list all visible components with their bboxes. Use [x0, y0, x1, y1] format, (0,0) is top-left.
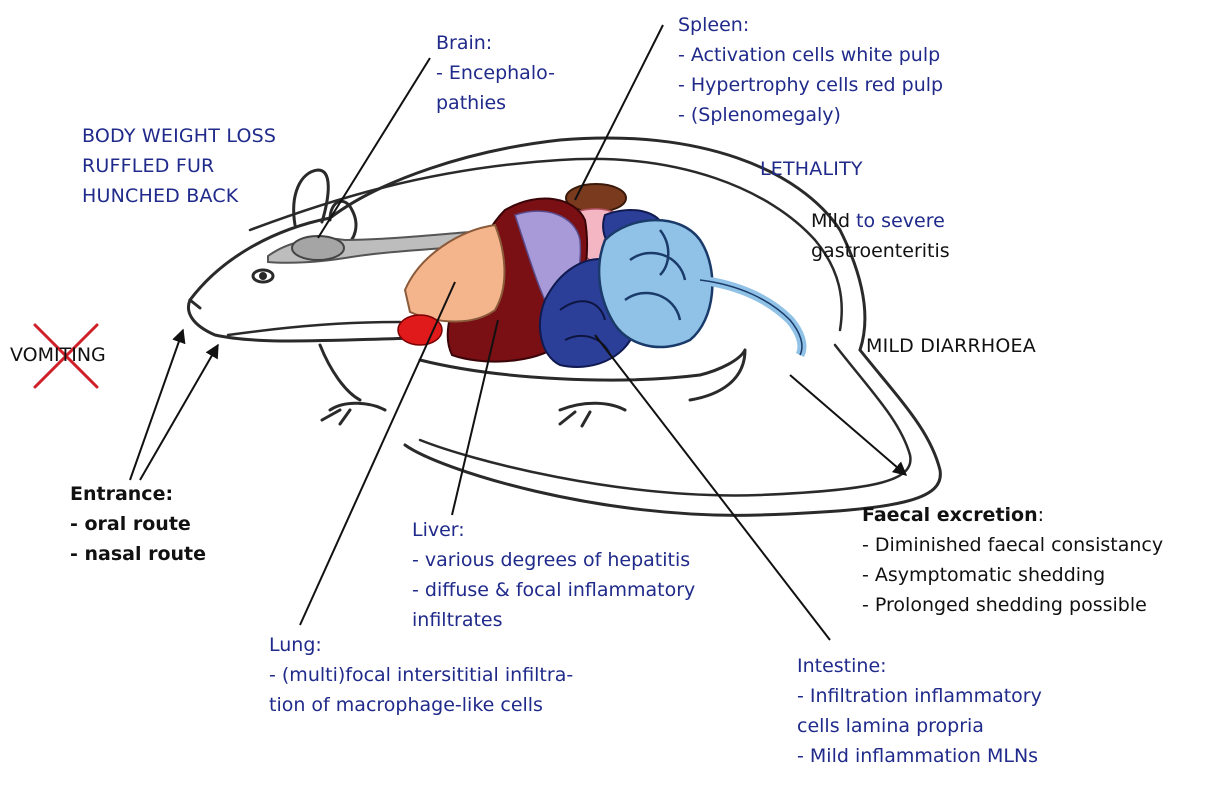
- nasal-arrow: [140, 345, 218, 480]
- brain-title: Brain:: [436, 28, 555, 58]
- entrance-title: Entrance:: [70, 479, 206, 509]
- intestine-label: Intestine: - Infiltration inflammatory c…: [797, 651, 1042, 771]
- spleen-label: Spleen: - Activation cells white pulp - …: [678, 10, 943, 130]
- lung-title: Lung:: [269, 630, 573, 660]
- diarrhoea-label: MILD DIARRHOEA: [866, 331, 1036, 361]
- entrance-route: - oral route: [70, 509, 206, 539]
- entrance-label: Entrance: - oral route - nasal route: [70, 479, 206, 569]
- brain-pointer: [318, 58, 430, 238]
- gastroenteritis-label: Mild to severe gastroenteritis: [811, 206, 950, 266]
- brain-line: - Encephalo-: [436, 58, 555, 88]
- intestine-light: [599, 220, 712, 347]
- symptom-line: HUNCHED BACK: [82, 181, 276, 211]
- intestine-line: cells lamina propria: [797, 711, 1042, 741]
- lung-label: Lung: - (multi)focal intersititial infil…: [269, 630, 573, 720]
- symptom-line: BODY WEIGHT LOSS: [82, 121, 276, 151]
- liver-title: Liver:: [412, 515, 695, 545]
- lung-line: - (multi)focal intersititial infiltra-: [269, 660, 573, 690]
- gastro-severity: to severe: [850, 210, 945, 232]
- faecal-line: - Diminished faecal consistancy: [862, 530, 1163, 560]
- intestine-line: - Mild inflammation MLNs: [797, 741, 1042, 771]
- spleen-line: - Hypertrophy cells red pulp: [678, 70, 943, 100]
- brain-line: pathies: [436, 88, 555, 118]
- gastro-mild: Mild: [811, 210, 850, 232]
- entrance-route: - nasal route: [70, 539, 206, 569]
- gallbladder-organ: [398, 315, 442, 345]
- intestine-line: - Infiltration inflammatory: [797, 681, 1042, 711]
- faecal-label: Faecal excretion: - Diminished faecal co…: [862, 500, 1163, 620]
- symptoms-label: BODY WEIGHT LOSS RUFFLED FUR HUNCHED BAC…: [82, 121, 276, 211]
- liver-label: Liver: - various degrees of hepatitis - …: [412, 515, 695, 635]
- spleen-title: Spleen:: [678, 10, 943, 40]
- liver-line: - various degrees of hepatitis: [412, 545, 695, 575]
- faecal-title: Faecal excretion: [862, 504, 1038, 526]
- oral-arrow: [130, 330, 183, 480]
- symptom-line: RUFFLED FUR: [82, 151, 276, 181]
- spleen-line: - Activation cells white pulp: [678, 40, 943, 70]
- faecal-arrow: [790, 375, 906, 475]
- faecal-colon: :: [1038, 504, 1044, 526]
- lethality-label: LETHALITY: [760, 154, 863, 184]
- liver-line: - diffuse & focal inflammatory: [412, 575, 695, 605]
- gastro-line: gastroenteritis: [811, 236, 950, 266]
- lung-line: tion of macrophage-like cells: [269, 690, 573, 720]
- spleen-pointer: [575, 25, 663, 200]
- intestine-title: Intestine:: [797, 651, 1042, 681]
- brain-label: Brain: - Encephalo- pathies: [436, 28, 555, 118]
- faecal-line: - Prolonged shedding possible: [862, 590, 1163, 620]
- faecal-line: - Asymptomatic shedding: [862, 560, 1163, 590]
- vomiting-label: VOMITING: [10, 340, 106, 370]
- spleen-line: - (Splenomegaly): [678, 100, 943, 130]
